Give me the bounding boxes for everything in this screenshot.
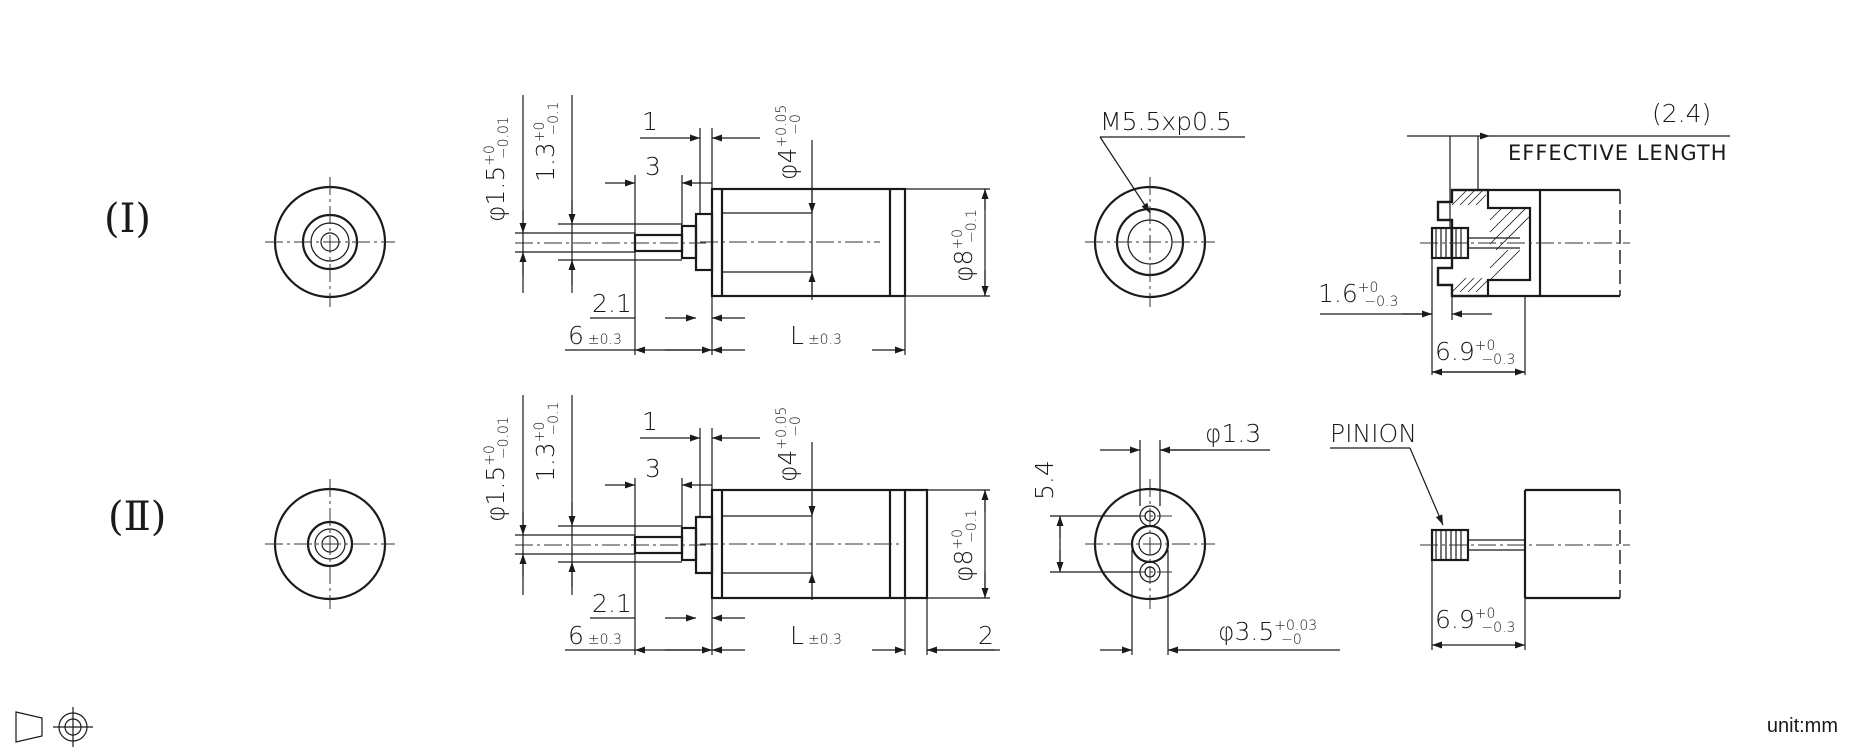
view-label-2: (Ⅱ) — [108, 494, 166, 540]
svg-text:PINION: PINION — [1330, 419, 1417, 448]
svg-text:5.4: 5.4 — [1030, 460, 1059, 500]
svg-text:1: 1 — [642, 107, 658, 136]
view-label-1: (Ⅰ) — [104, 196, 151, 242]
rear-view-2: 5.4 φ1.3 φ3.5+0.03−0 — [1030, 419, 1340, 655]
rear-view-1: M5.5xp0.5 — [1085, 107, 1245, 307]
svg-text:1: 1 — [642, 407, 658, 436]
side-view-2 — [515, 395, 1000, 655]
pinion-detail-2: PINION 6.9+0−0.3 — [1330, 419, 1630, 650]
svg-text:φ1.5+0−0.01: φ1.5+0−0.01 — [481, 116, 512, 222]
svg-text:1.3+0−0.1: 1.3+0−0.1 — [531, 402, 562, 482]
svg-text:L±0.3: L±0.3 — [790, 621, 842, 650]
svg-text:6±0.3: 6±0.3 — [568, 621, 622, 650]
svg-text:(2.4): (2.4) — [1652, 99, 1711, 128]
svg-text:3: 3 — [645, 152, 661, 181]
svg-text:φ4+0.05−0: φ4+0.05−0 — [773, 407, 804, 482]
svg-text:φ4+0.05−0: φ4+0.05−0 — [773, 105, 804, 180]
svg-text:6.9+0−0.3: 6.9+0−0.3 — [1435, 605, 1515, 636]
unit-label: unit:mm — [1766, 715, 1838, 737]
side-view-1 — [515, 95, 990, 355]
pinion-detail-1: (2.4) EFFECTIVE LENGTH 1.6+0−0.3 6.9+0−0… — [1318, 99, 1730, 376]
svg-text:φ1.5+0−0.01: φ1.5+0−0.01 — [481, 416, 512, 522]
svg-text:2: 2 — [978, 621, 994, 650]
svg-text:6.9+0−0.3: 6.9+0−0.3 — [1435, 337, 1515, 368]
side-view-2-dimensions: φ1.5+0−0.01 1.3+0−0.1 1 3 φ4+0.05−0 φ8+0… — [481, 402, 994, 650]
svg-text:φ8+0−0.1: φ8+0−0.1 — [949, 509, 980, 582]
front-end-view-2 — [265, 479, 395, 609]
side-view-1-dimensions: φ1.5+0−0.01 1.3+0−0.1 1 3 φ4+0.05−0 φ8+0… — [481, 102, 980, 350]
svg-text:φ1.3: φ1.3 — [1205, 419, 1261, 448]
svg-text:3: 3 — [645, 454, 661, 483]
svg-text:M5.5xp0.5: M5.5xp0.5 — [1100, 107, 1232, 136]
svg-text:1.6+0−0.3: 1.6+0−0.3 — [1318, 279, 1398, 310]
svg-text:φ3.5+0.03−0: φ3.5+0.03−0 — [1218, 617, 1317, 648]
svg-text:2.1: 2.1 — [592, 589, 632, 618]
front-end-view-1 — [265, 177, 395, 307]
svg-text:L±0.3: L±0.3 — [790, 321, 842, 350]
svg-text:6±0.3: 6±0.3 — [568, 321, 622, 350]
svg-text:2.1: 2.1 — [592, 289, 632, 318]
svg-text:EFFECTIVE LENGTH: EFFECTIVE LENGTH — [1508, 141, 1728, 165]
third-angle-projection-icon — [15, 707, 93, 747]
svg-text:1.3+0−0.1: 1.3+0−0.1 — [531, 102, 562, 182]
svg-text:φ8+0−0.1: φ8+0−0.1 — [949, 209, 980, 282]
